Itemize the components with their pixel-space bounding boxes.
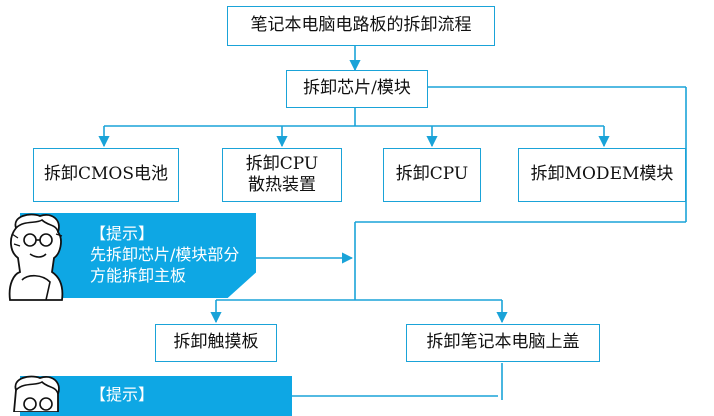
- tip-title-2: 【提示】: [90, 385, 155, 404]
- tip-callout-2-text: 【提示】: [90, 384, 154, 405]
- flow-connectors: [98, 46, 687, 400]
- step-touchpad-box: 拆卸触摸板: [155, 324, 277, 362]
- branch-modem-box: 拆卸MODEM模块: [518, 148, 686, 202]
- branch-cmos-battery-label: 拆卸CMOS电池: [44, 164, 168, 185]
- cartoon-person-icon: [8, 213, 64, 301]
- step-remove-chips-box: 拆卸芯片/模块: [286, 70, 428, 108]
- branch-cpu-cooler-label: 拆卸CPU 散热装置: [245, 153, 319, 195]
- branch-cpu-box: 拆卸CPU: [383, 148, 481, 202]
- branch-cpu-label: 拆卸CPU: [395, 164, 469, 185]
- branch-modem-label: 拆卸MODEM模块: [530, 164, 674, 185]
- tip-callout-text: 【提示】 先拆卸芯片/模块部分 方能拆卸主板: [90, 223, 239, 286]
- branch-cmos-battery-box: 拆卸CMOS电池: [33, 148, 179, 202]
- branch-cpu-cooler-box: 拆卸CPU 散热装置: [222, 148, 342, 202]
- title-box: 笔记本电脑电路板的拆卸流程: [227, 6, 495, 46]
- tip-title: 【提示】: [90, 224, 155, 243]
- step-top-cover-box: 拆卸笔记本电脑上盖: [406, 324, 600, 362]
- tip-body: 先拆卸芯片/模块部分 方能拆卸主板: [90, 245, 240, 285]
- step-remove-chips-label: 拆卸芯片/模块: [303, 78, 411, 99]
- title-label: 笔记本电脑电路板的拆卸流程: [250, 15, 472, 36]
- step-top-cover-label: 拆卸笔记本电脑上盖: [426, 332, 580, 353]
- cartoon-person-icon-2: [13, 375, 60, 412]
- step-touchpad-label: 拆卸触摸板: [173, 332, 259, 353]
